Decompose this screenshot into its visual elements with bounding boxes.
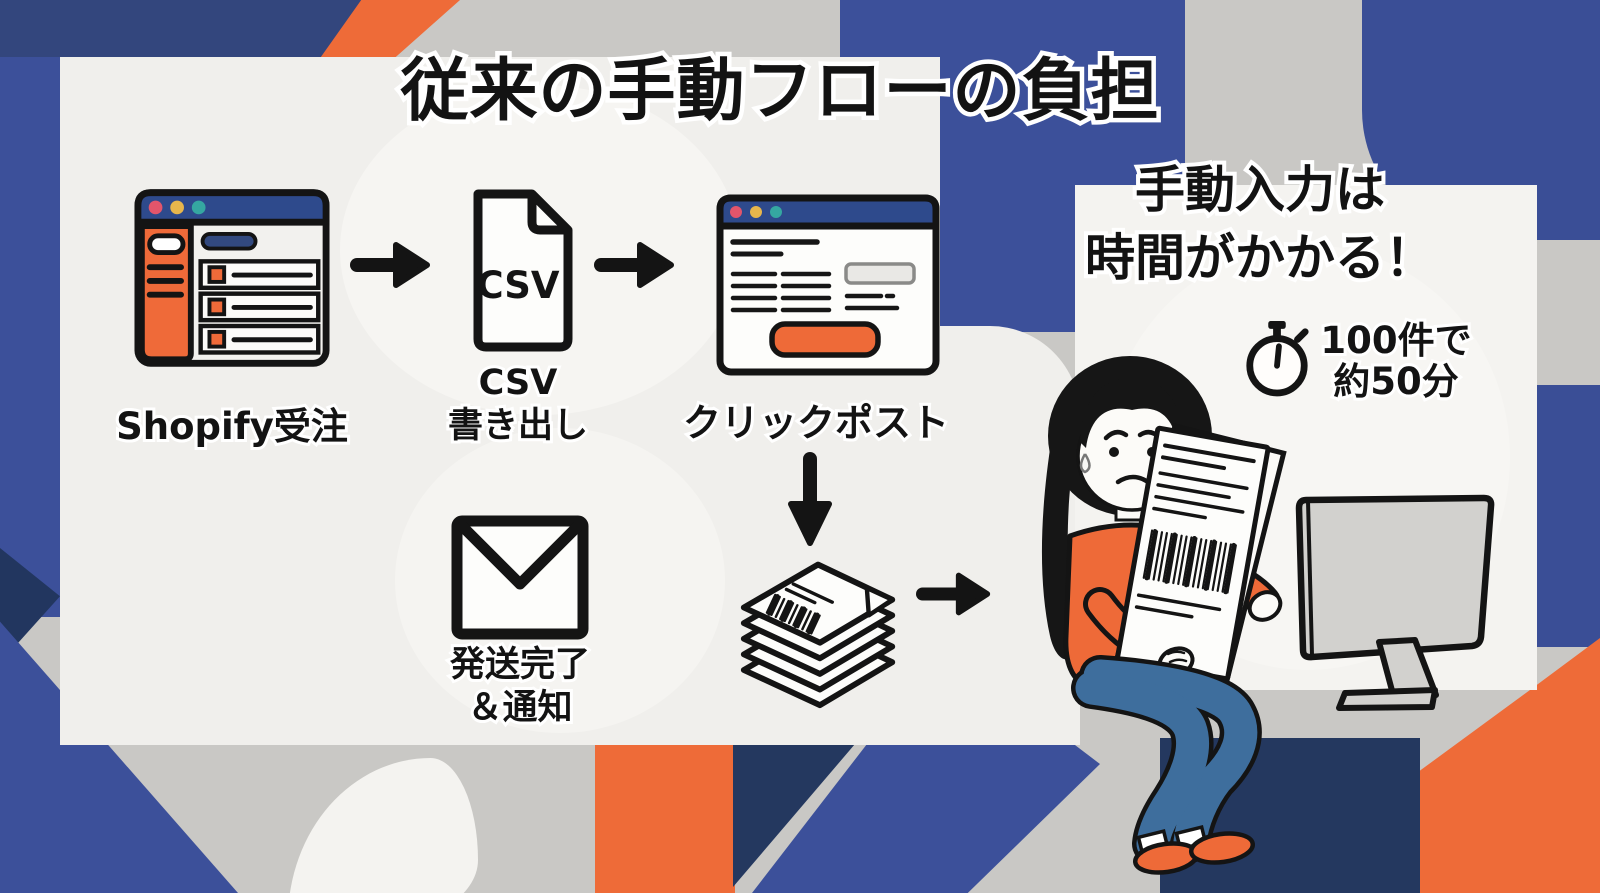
callout-line1: 手動入力は	[1131, 157, 1389, 223]
envelope-icon	[450, 514, 590, 642]
step5-label-line1: 発送完了	[447, 642, 593, 688]
bg-shape-right-band	[1537, 385, 1600, 647]
callout-line2: 時間がかかる！	[1081, 225, 1439, 291]
bg-shape-white-leaf	[288, 758, 478, 893]
arrow-right-icon	[594, 240, 676, 290]
bg-shape-navy-topleft	[0, 0, 370, 58]
stat-line2: 約50分	[1330, 358, 1462, 406]
callout-text: 手動入力は 時間がかかる！	[1055, 156, 1465, 292]
step2-label-line1: CSV	[476, 360, 561, 406]
bg-shape-left-band	[0, 57, 60, 617]
page-title: 従来の手動フローの負担	[396, 48, 1163, 136]
browser-form-icon	[716, 194, 940, 376]
shipping-labels-stack-icon	[736, 543, 902, 715]
stopwatch-icon	[1242, 318, 1312, 398]
arrow-right-icon	[350, 240, 432, 290]
stat-line1: 100件で	[1317, 317, 1474, 365]
step3-label: クリックポスト	[680, 398, 952, 448]
step2-label: CSV 書き出し	[420, 360, 616, 449]
bg-shape-orange-bottommid	[595, 744, 735, 893]
browser-admin-icon	[134, 188, 330, 368]
csv-file-icon: CSV	[458, 186, 578, 356]
arrow-down-icon	[784, 452, 836, 550]
csv-file-text: CSV	[476, 264, 560, 307]
step5-label: 発送完了 ＆通知	[420, 642, 620, 731]
step5-label-line2: ＆通知	[464, 685, 575, 731]
worried-woman-illustration	[1008, 336, 1288, 876]
stat-text: 100件で 約50分	[1316, 317, 1476, 406]
monitor-back-illustration	[1275, 490, 1500, 712]
arrow-right-icon	[916, 570, 992, 618]
step1-label: Shopify受注	[113, 402, 351, 451]
step2-label-line2: 書き出し	[445, 403, 591, 449]
